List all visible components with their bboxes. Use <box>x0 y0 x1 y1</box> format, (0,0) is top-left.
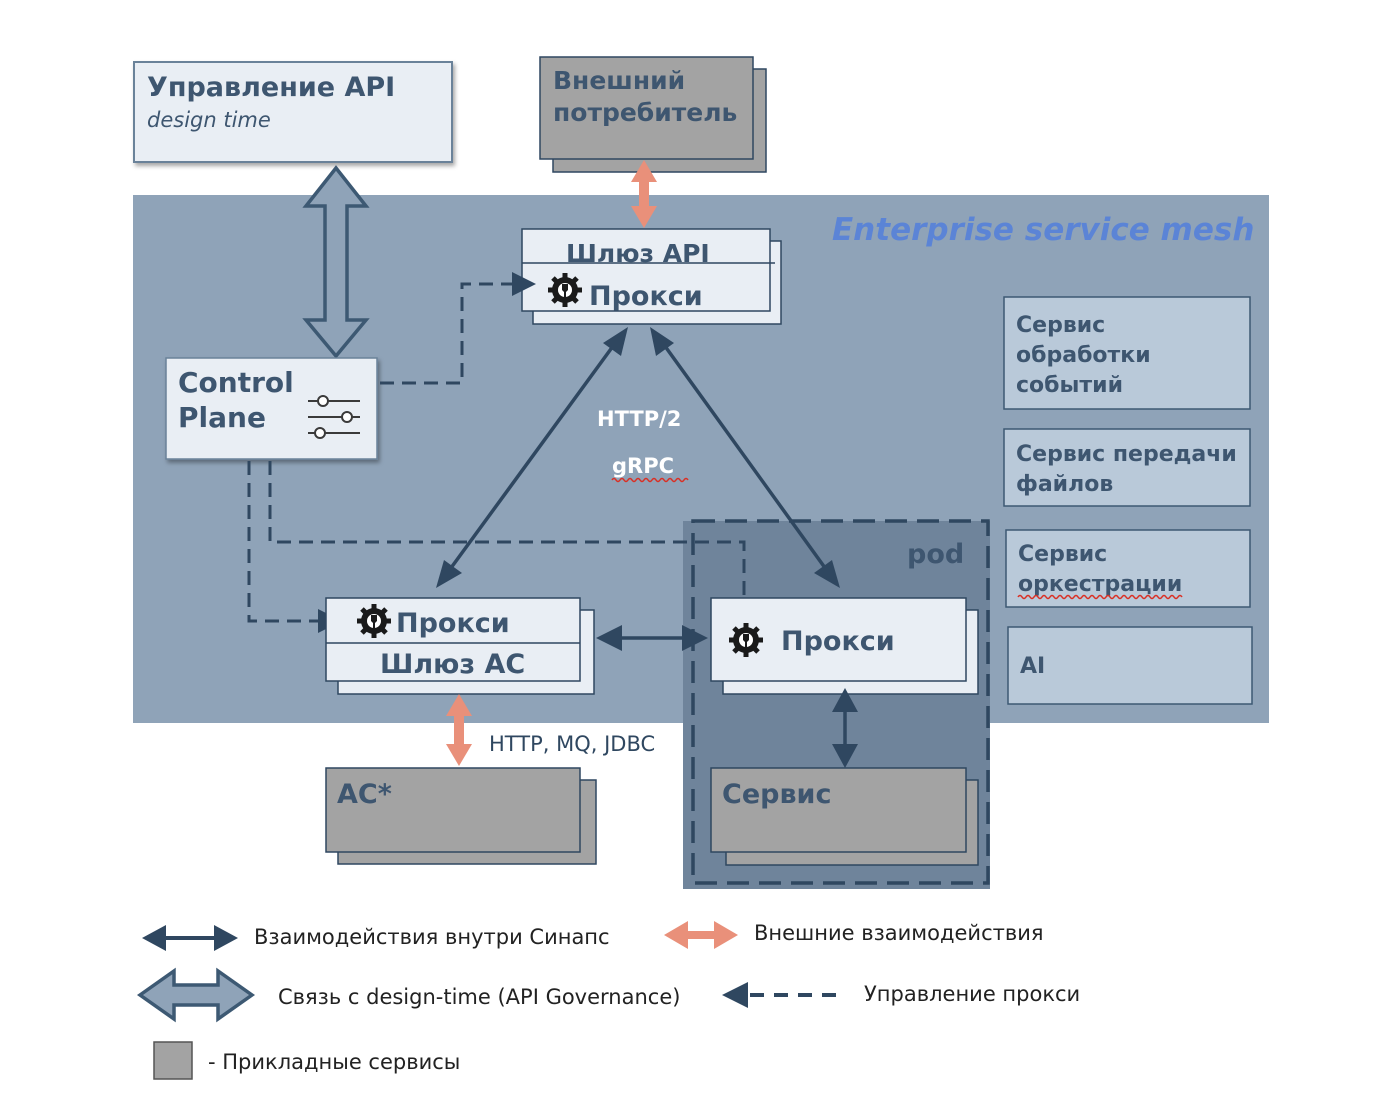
as-external-box <box>325 767 581 853</box>
grpc-spellcheck-underline <box>611 477 689 483</box>
pod-bg-right <box>990 723 1269 889</box>
orchestration-line1: Сервис <box>1018 542 1107 567</box>
legend-external-label: Внешние взаимодействия <box>754 921 1044 945</box>
ai-service-label: AI <box>1020 654 1045 679</box>
legend-design-time-label: Связь с design-time (API Governance) <box>278 985 680 1009</box>
orchestration-service-box <box>1005 529 1251 608</box>
legend-external-arrow-icon <box>664 921 738 949</box>
event-processing-line2: обработки <box>1016 343 1151 368</box>
legend-proxy-control-label: Управление прокси <box>864 982 1080 1006</box>
external-consumer-line1: Внешний <box>553 66 685 95</box>
as-external-label: АС* <box>337 779 392 810</box>
protocol-http2: HTTP/2 <box>597 407 681 431</box>
api-management-box <box>133 61 453 163</box>
proxy-control-line-api <box>380 272 536 385</box>
pod-label: pod <box>907 539 964 570</box>
control-plane-line2: Plane <box>178 401 266 434</box>
internal-arrow-gw-as <box>436 327 628 588</box>
pod-proxy-label: Прокси <box>781 626 895 657</box>
event-processing-service-box <box>1003 296 1251 410</box>
as-gateway-gear-icon <box>357 604 391 638</box>
legend-proxy-control-icon <box>722 982 846 1008</box>
file-transfer-line1: Сервис передачи <box>1016 442 1237 467</box>
external-consumer-box <box>539 56 754 160</box>
event-processing-line1: Сервис <box>1016 313 1105 338</box>
external-consumer-line2: потребитель <box>553 98 737 127</box>
legend-internal-arrow-icon <box>142 925 238 951</box>
file-transfer-service-box <box>1003 428 1251 507</box>
ai-service-box <box>1007 626 1253 705</box>
api-gateway-gear-icon <box>548 273 582 307</box>
orchestration-line2: оркестрации <box>1018 572 1182 597</box>
pod-border <box>691 519 990 885</box>
sliders-icon <box>308 395 360 439</box>
external-arrow-as <box>446 694 472 766</box>
pod-service-label: Сервис <box>722 779 831 810</box>
api-gateway-proxy-label: Прокси <box>589 281 703 312</box>
api-management-subtitle: design time <box>147 108 271 132</box>
internal-arrow-as-pod <box>596 625 708 651</box>
as-protocols: HTTP, MQ, JDBC <box>489 732 655 756</box>
legend-design-time-arrow-icon <box>136 967 256 1023</box>
as-gateway-title: Шлюз АС <box>380 649 525 680</box>
pod-service-box <box>710 767 967 853</box>
design-time-arrow <box>302 165 370 359</box>
legend-applied-services-swatch <box>153 1041 193 1080</box>
protocol-grpc: gRPC <box>612 454 674 478</box>
external-arrow-consumer <box>631 160 657 228</box>
legend-internal-label: Взаимодействия внутри Синапс <box>254 925 610 949</box>
internal-arrow-proxy-service <box>832 688 858 768</box>
control-plane-box <box>165 357 378 460</box>
legend: Взаимодействия внутри Синапс Внешние вза… <box>136 921 1080 1080</box>
internal-arrow-gw-pod <box>650 327 840 588</box>
file-transfer-line2: файлов <box>1016 472 1113 497</box>
event-processing-line3: событий <box>1016 373 1123 398</box>
api-management-title: Управление API <box>147 72 395 103</box>
pod-proxy-gear-icon <box>729 623 763 657</box>
legend-applied-services-label: - Прикладные сервисы <box>208 1050 460 1074</box>
as-gateway-proxy-label: Прокси <box>396 608 510 639</box>
control-plane-line1: Control <box>178 366 294 399</box>
orchestration-spellcheck-underline <box>1017 594 1183 600</box>
mesh-title: Enterprise service mesh <box>832 212 1254 248</box>
